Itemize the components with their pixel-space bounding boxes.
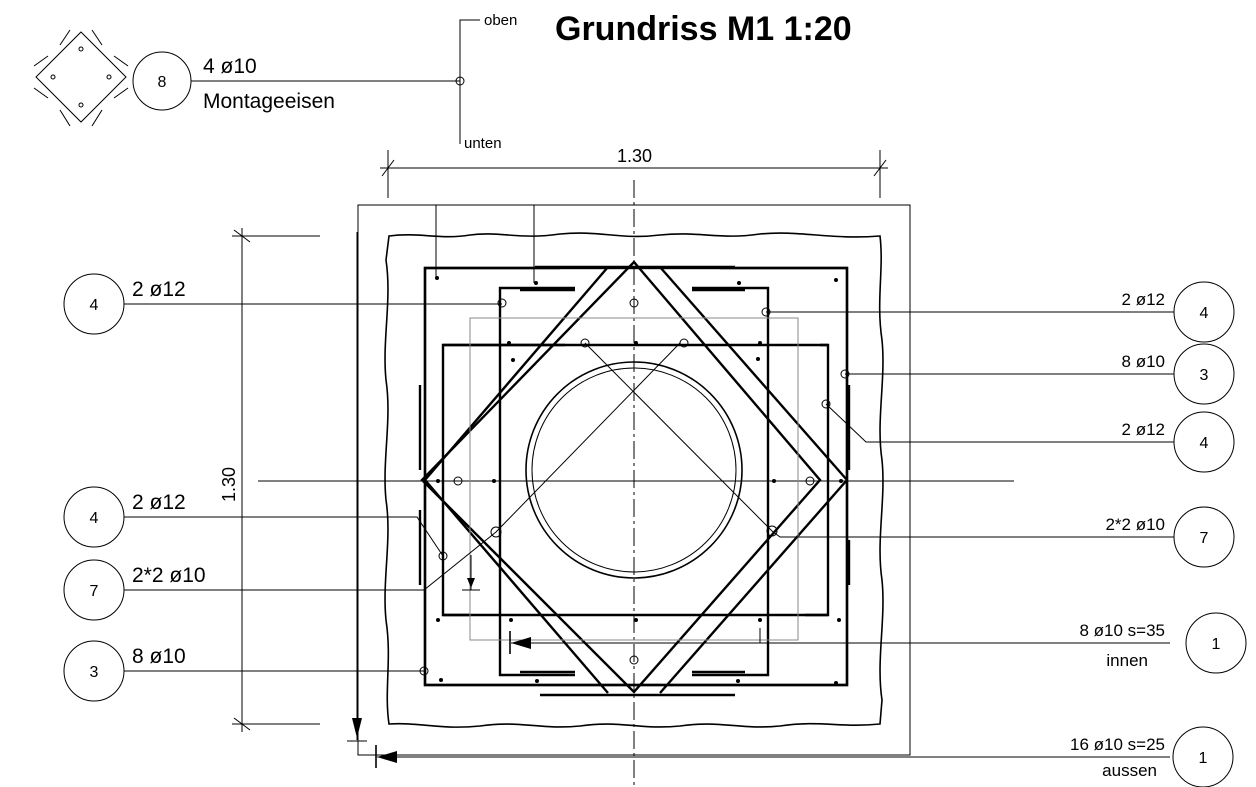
right-label-5: 1 8 ø10 s=35 innen xyxy=(1079,612,1247,674)
right-label-2-number: 3 xyxy=(1200,367,1209,384)
right-label-6-text: 16 ø10 s=25 xyxy=(1070,735,1165,754)
right-label-3-text: 2 ø12 xyxy=(1122,420,1165,439)
legend-rebar-label: 4 ø10 xyxy=(203,55,257,78)
column-inner-circle xyxy=(531,367,737,573)
footing-plan xyxy=(258,180,1014,787)
right-label-4: 7 2*2 ø10 xyxy=(584,342,1235,568)
left-label-4-number: 3 xyxy=(90,664,99,681)
legend-name-label: Montageeisen xyxy=(203,90,335,113)
right-label-6: 1 16 ø10 s=25 aussen xyxy=(1070,726,1234,787)
inner-reference-square xyxy=(469,317,799,641)
left-label-4: 3 8 ø10 xyxy=(63,640,424,702)
left-label-1: 4 2 ø12 xyxy=(63,273,502,335)
dimension-width: 1.30 xyxy=(380,146,888,198)
right-label-1-number: 4 xyxy=(1200,305,1209,322)
outer-stirrup xyxy=(423,266,849,687)
footing-outline xyxy=(357,204,911,756)
section-arrows xyxy=(347,232,1170,768)
dimension-height: 1.30 xyxy=(219,228,320,732)
right-label-1-text: 2 ø12 xyxy=(1122,290,1165,309)
right-label-1: 4 2 ø12 xyxy=(766,281,1235,343)
left-label-3-number: 7 xyxy=(90,583,99,600)
diamond-stirrup xyxy=(420,260,822,694)
left-label-2-text: 2 ø12 xyxy=(132,491,186,514)
right-label-3: 4 2 ø12 xyxy=(825,403,1235,473)
right-label-5-number: 1 xyxy=(1212,636,1221,653)
right-label-5-text: 8 ø10 s=35 xyxy=(1079,621,1165,640)
left-label-3-text: 2*2 ø10 xyxy=(132,564,206,587)
left-label-2: 4 2 ø12 xyxy=(63,486,444,557)
right-label-6-number: 1 xyxy=(1199,750,1208,767)
legend-bubble-number: 8 xyxy=(158,74,167,91)
left-label-2-number: 4 xyxy=(90,510,99,527)
dimension-width-label: 1.30 xyxy=(617,146,652,166)
rebar-section-symbol xyxy=(33,29,129,127)
right-label-4-number: 7 xyxy=(1200,530,1209,547)
left-label-1-text: 2 ø12 xyxy=(132,278,186,301)
right-label-6-sub: aussen xyxy=(1102,761,1157,780)
left-label-3: 7 2*2 ø10 xyxy=(63,342,681,621)
column-outer-circle xyxy=(525,361,743,579)
drawing-title: Grundriss M1 1:20 xyxy=(555,10,852,48)
concrete-edge xyxy=(384,232,884,728)
right-label-2: 3 8 ø10 xyxy=(845,343,1235,405)
legend-top-label: oben xyxy=(484,12,517,29)
right-label-5-sub: innen xyxy=(1106,651,1148,670)
right-label-2-text: 8 ø10 xyxy=(1122,352,1165,371)
dimension-height-label: 1.30 xyxy=(219,467,239,502)
right-label-4-text: 2*2 ø10 xyxy=(1105,515,1165,534)
legend-montageeisen: 8 4 ø10 Montageeisen oben unten xyxy=(33,12,517,152)
right-label-3-number: 4 xyxy=(1200,435,1209,452)
left-label-4-text: 8 ø10 xyxy=(132,645,186,668)
legend-bottom-label: unten xyxy=(464,135,502,152)
left-label-1-number: 4 xyxy=(90,297,99,314)
